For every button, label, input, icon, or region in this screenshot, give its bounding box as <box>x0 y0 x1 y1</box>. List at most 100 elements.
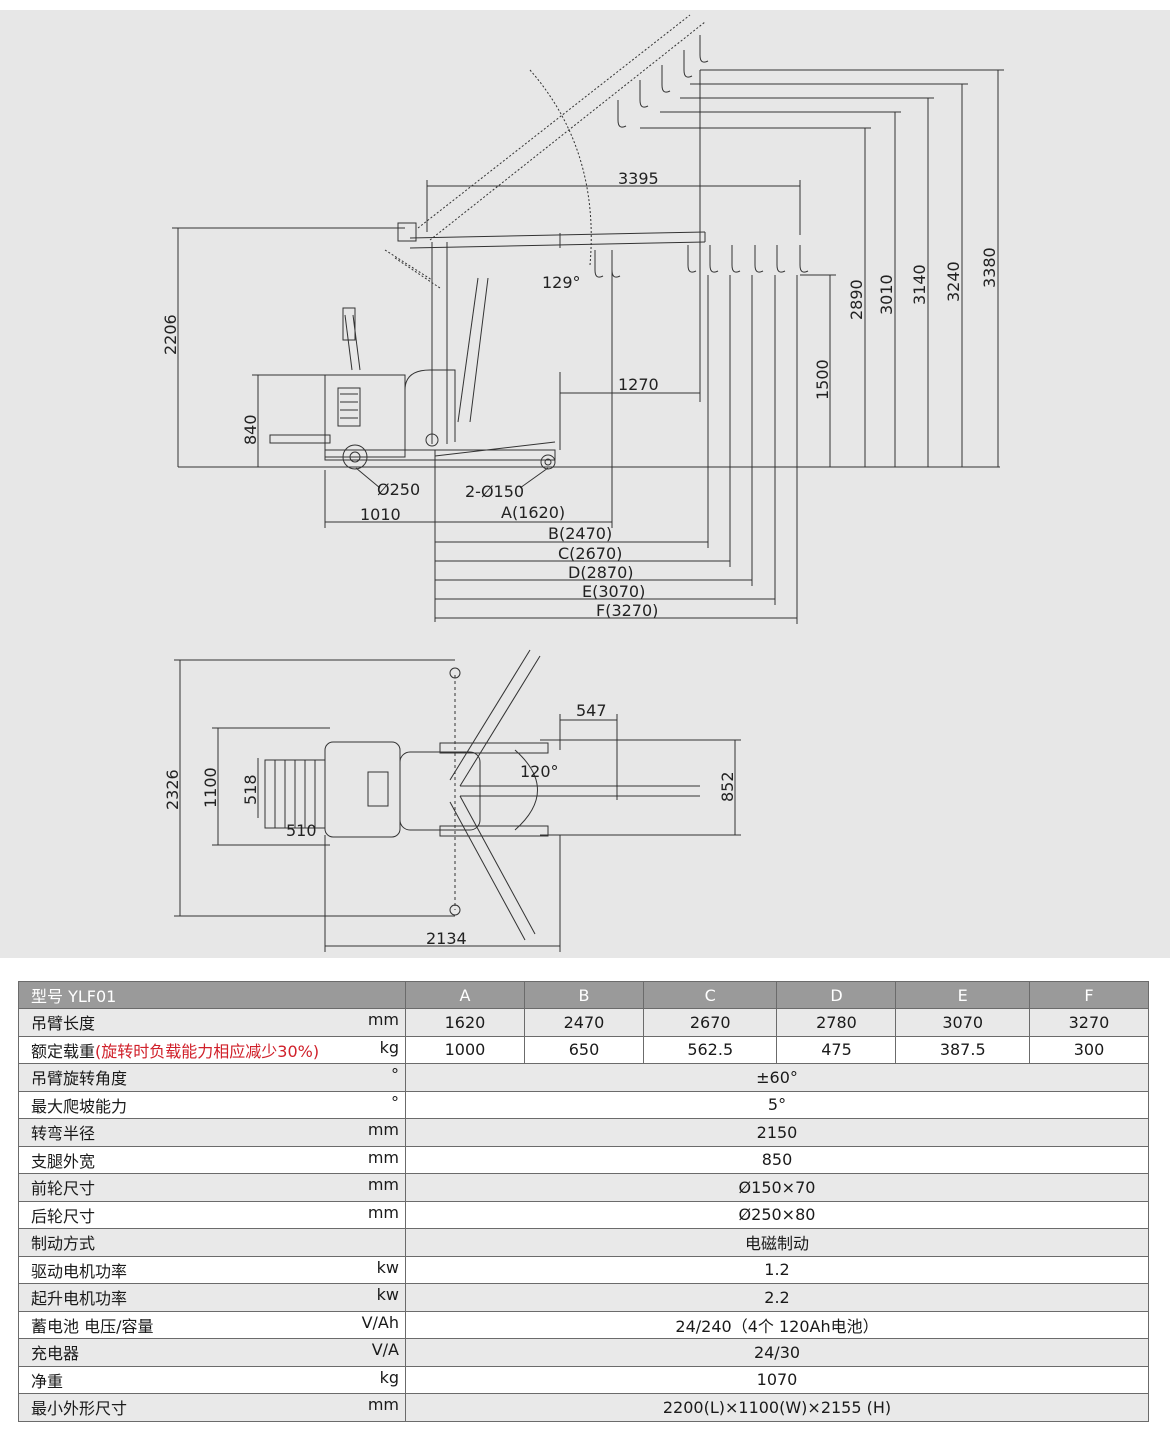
table-cell: 24/240（4个 120Ah电池） <box>405 1310 1149 1339</box>
row-label: 驱动电机功率 <box>31 1261 128 1281</box>
reach-d: D(2870) <box>568 563 634 582</box>
reach-f: F(3270) <box>596 601 658 620</box>
row-unit: mm <box>367 1395 399 1415</box>
table-row: 充电器 V/A 24/30 <box>18 1338 1149 1367</box>
table-cell: 2200(L)×1100(W)×2155 (H) <box>405 1393 1149 1422</box>
dim-1500: 1500 <box>813 359 832 400</box>
row-label: 蓄电池 电压/容量 <box>31 1316 154 1336</box>
table-row: 蓄电池 电压/容量 V/Ah 24/240（4个 120Ah电池） <box>18 1310 1149 1339</box>
table-row: 前轮尺寸 mm Ø150×70 <box>18 1173 1149 1202</box>
col-header: D <box>776 981 897 1009</box>
col-header: B <box>523 981 644 1009</box>
row-unit: ° <box>391 1092 399 1112</box>
row-label: 前轮尺寸 <box>31 1179 96 1199</box>
reach-e: E(3070) <box>582 582 645 601</box>
dim-3380: 3380 <box>980 247 999 288</box>
table-row: 最大爬坡能力 ° 5° <box>18 1090 1149 1119</box>
dim-2206: 2206 <box>161 314 180 355</box>
table-cell: 5° <box>405 1090 1149 1119</box>
row-label: 最小外形尺寸 <box>31 1399 128 1419</box>
col-header: C <box>642 981 778 1009</box>
dim-3140: 3140 <box>910 264 929 305</box>
rear-wheel-label: Ø250 <box>377 480 420 499</box>
row-label: 转弯半径 <box>31 1124 96 1144</box>
table-cell: 300 <box>1028 1035 1150 1064</box>
row-unit: mm <box>367 1202 399 1222</box>
dim-3395: 3395 <box>618 169 659 188</box>
dim-1100: 1100 <box>201 767 220 808</box>
table-row: 转弯半径 mm 2150 <box>18 1118 1149 1147</box>
crane-drawing-svg: 2206 840 1500 2890 3010 3140 3240 3380 3… <box>161 14 1004 952</box>
dim-3240: 3240 <box>944 261 963 302</box>
table-cell: 1620 <box>405 1008 525 1037</box>
table-row: 驱动电机功率 kw 1.2 <box>18 1255 1149 1284</box>
top-angle-label: 120° <box>520 762 559 781</box>
table-row: 支腿外宽 mm 850 <box>18 1145 1149 1174</box>
row-unit: V/Ah <box>361 1312 399 1332</box>
row-unit: kw <box>376 1257 399 1277</box>
table-cell: 562.5 <box>642 1035 778 1064</box>
table-row: 最小外形尺寸 mm 2200(L)×1100(W)×2155 (H) <box>18 1393 1149 1422</box>
row-unit: mm <box>367 1010 399 1030</box>
row-unit: mm <box>367 1175 399 1195</box>
table-row: 净重 kg 1070 <box>18 1365 1149 1394</box>
col-header: E <box>895 981 1030 1009</box>
table-cell: 电磁制动 <box>405 1228 1149 1257</box>
front-wheel-label: 2-Ø150 <box>465 482 524 501</box>
row-label: 吊臂长度 <box>31 1014 96 1034</box>
row-label: 最大爬坡能力 <box>31 1096 128 1116</box>
table-cell: 3070 <box>895 1008 1030 1037</box>
table-cell: 3270 <box>1028 1008 1150 1037</box>
row-label: 支腿外宽 <box>31 1151 96 1171</box>
row-unit: V/A <box>371 1340 399 1360</box>
reach-c: C(2670) <box>558 544 622 563</box>
dim-1010: 1010 <box>360 505 401 524</box>
row-unit: kg <box>379 1037 399 1057</box>
row-unit: mm <box>367 1147 399 1167</box>
dim-852: 852 <box>718 771 737 802</box>
row-label: 净重 <box>31 1371 64 1391</box>
technical-drawing: 2206 840 1500 2890 3010 3140 3240 3380 3… <box>0 10 1170 958</box>
table-cell: Ø150×70 <box>405 1173 1149 1202</box>
dim-2134: 2134 <box>426 929 467 948</box>
row-label: 后轮尺寸 <box>31 1206 96 1226</box>
table-cell: 850 <box>405 1145 1149 1174</box>
row-unit: ° <box>391 1065 399 1085</box>
dim-1270: 1270 <box>618 375 659 394</box>
table-cell: 650 <box>523 1035 644 1064</box>
table-cell: 475 <box>776 1035 897 1064</box>
table-row: 制动方式 电磁制动 <box>18 1228 1149 1257</box>
table-cell: 387.5 <box>895 1035 1030 1064</box>
reach-a: A(1620) <box>501 503 565 522</box>
table-cell: 2470 <box>523 1008 644 1037</box>
table-cell: 2670 <box>642 1008 778 1037</box>
table-cell: 2780 <box>776 1008 897 1037</box>
table-cell: Ø250×80 <box>405 1200 1149 1229</box>
row-label: 额定载重 <box>31 1041 96 1061</box>
table-cell: 1070 <box>405 1365 1149 1394</box>
table-cell: 24/30 <box>405 1338 1149 1367</box>
row-label: 制动方式 <box>31 1234 96 1254</box>
reach-b: B(2470) <box>548 524 612 543</box>
table-cell: 1.2 <box>405 1255 1149 1284</box>
row-unit: kw <box>376 1285 399 1305</box>
dim-510: 510 <box>286 821 317 840</box>
table-row: 吊臂长度 mm 1620 2470 2670 2780 3070 3270 <box>18 1008 1150 1037</box>
side-angle-label: 129° <box>542 273 581 292</box>
dim-3010: 3010 <box>877 274 896 315</box>
load-note: (旋转时负载能力相应减少30%) <box>95 1041 320 1061</box>
dim-2326: 2326 <box>163 769 182 810</box>
table-cell: 2150 <box>405 1118 1149 1147</box>
row-unit: kg <box>379 1367 399 1387</box>
row-unit: mm <box>367 1120 399 1140</box>
table-row: 后轮尺寸 mm Ø250×80 <box>18 1200 1149 1229</box>
dim-2890: 2890 <box>847 279 866 320</box>
dim-840: 840 <box>241 414 260 445</box>
col-header: F <box>1028 981 1150 1009</box>
row-label: 充电器 <box>31 1344 80 1364</box>
dim-518: 518 <box>241 774 260 805</box>
dim-547: 547 <box>576 701 607 720</box>
row-label: 吊臂旋转角度 <box>31 1069 128 1089</box>
